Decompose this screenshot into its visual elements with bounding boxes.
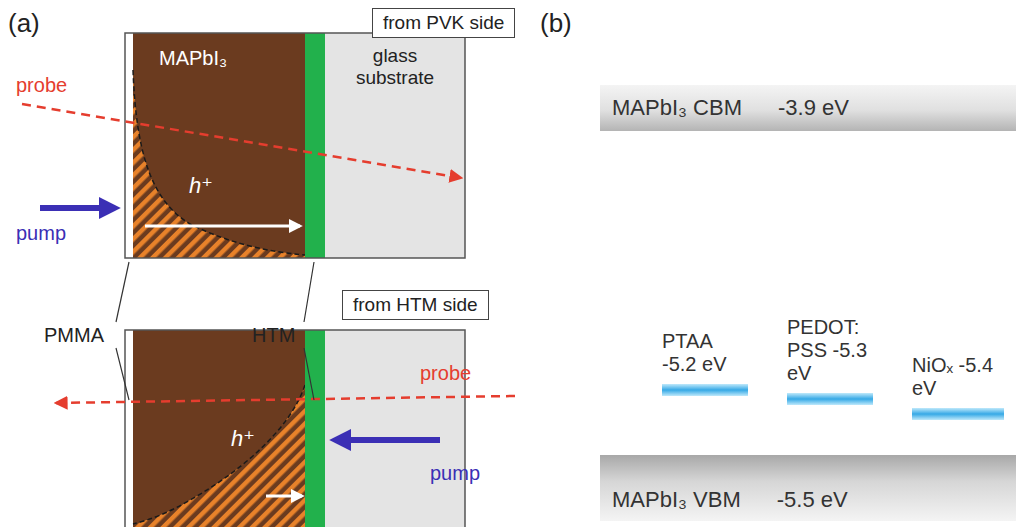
energy-level: NiOₓ -5.4 eV — [912, 354, 1004, 420]
beam-label: pump — [430, 462, 480, 485]
perovskite-layer: MAPbI₃ h⁺ — [133, 33, 305, 258]
node-text: PEDOT: PSS -5.3 eV — [787, 316, 873, 385]
level-bar — [662, 384, 748, 396]
layer-label: PMMA — [44, 324, 104, 347]
node-text: h⁺ — [231, 426, 255, 452]
probe-beam — [22, 104, 462, 178]
perovskite-layer: h⁺ — [133, 330, 305, 527]
leader-line — [116, 262, 129, 322]
panel-label: (a) — [8, 8, 40, 39]
leader-line — [304, 348, 314, 400]
hole-arrow — [266, 495, 302, 498]
node-text: MAPbI₃ VBM — [612, 487, 741, 513]
node-text: h⁺ — [189, 173, 213, 199]
sample-frame — [125, 330, 465, 527]
node-text: from HTM side — [353, 294, 478, 316]
carrier-region — [133, 385, 305, 527]
panel-label: (b) — [540, 8, 572, 39]
perovskite-layer — [133, 33, 305, 258]
node-text: MAPbI₃ CBM — [612, 95, 742, 121]
carrier-boundary — [133, 70, 305, 255]
leader-line — [304, 262, 314, 322]
energy-band: MAPbI₃ CBM -3.9 eV — [600, 85, 1016, 131]
leader-line — [116, 348, 129, 400]
node-text: -5.5 eV — [777, 487, 848, 513]
beam-label: probe — [16, 74, 67, 97]
glass-layer — [325, 33, 465, 258]
beam-label: probe — [420, 362, 471, 385]
glass-layer — [325, 330, 465, 527]
view-label-box: from HTM side — [342, 290, 489, 320]
pump-beam — [40, 205, 112, 211]
view-label-box: from PVK side — [372, 8, 515, 38]
node-text: -3.9 eV — [778, 95, 849, 121]
sample-frame — [125, 33, 465, 258]
node-text: PTAA -5.2 eV — [662, 330, 748, 376]
probe-beam — [55, 396, 515, 403]
glass-substrate: glass substrate — [325, 33, 465, 258]
htm-layer — [305, 33, 325, 258]
energy-level: PEDOT: PSS -5.3 eV — [787, 316, 873, 405]
node-text: glass substrate — [335, 45, 455, 89]
beam-label: pump — [16, 222, 66, 245]
energy-level: PTAA -5.2 eV — [662, 330, 748, 396]
pump-beam — [338, 437, 440, 443]
level-bar — [912, 408, 1004, 420]
carrier-region — [133, 70, 305, 258]
node-text: MAPbI₃ — [159, 47, 227, 70]
htm-layer — [305, 330, 325, 527]
carrier-boundary — [133, 385, 305, 524]
level-bar — [787, 393, 873, 405]
pmma-layer — [125, 33, 133, 258]
pmma-layer — [125, 330, 133, 527]
node-text: from PVK side — [383, 12, 504, 34]
energy-band: MAPbI₃ VBM -5.5 eV — [600, 455, 1016, 521]
node-text: NiOₓ -5.4 eV — [912, 354, 1004, 400]
perovskite-layer — [133, 330, 305, 527]
hole-arrow — [145, 225, 300, 228]
layer-label: HTM — [252, 324, 295, 347]
